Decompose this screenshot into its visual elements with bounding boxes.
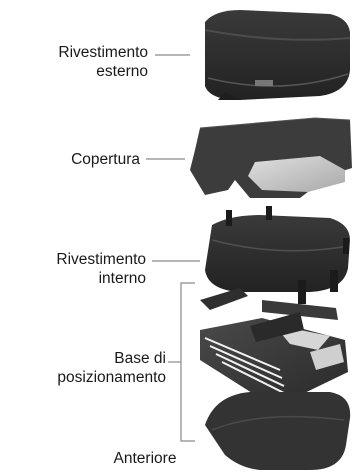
label-positioning-base-line2: posizionamento: [57, 369, 166, 386]
leader-lines: [146, 54, 200, 442]
bracket-positioning-base: [180, 282, 195, 442]
inner-cover-cushion: [205, 206, 350, 304]
label-outer-cover-line1: Rivestimento: [58, 44, 148, 61]
label-inner-cover-line2: interno: [98, 270, 146, 287]
label-outer-cover: Rivestimento esterno: [18, 43, 148, 81]
label-inner-cover: Rivestimento interno: [18, 250, 146, 288]
label-inner-cover-line1: Rivestimento: [56, 251, 146, 268]
cover-sheet: [190, 117, 352, 198]
label-positioning-base: Base di posizionamento: [2, 349, 166, 387]
base-striped-tray: [200, 312, 348, 400]
label-cover-text: Copertura: [71, 151, 140, 168]
label-front-text: Anteriore: [113, 450, 177, 467]
label-cover: Copertura: [18, 150, 140, 169]
label-outer-cover-line2: esterno: [96, 63, 148, 80]
base-bottom-board: [205, 392, 351, 470]
outer-cover-cushion: [204, 10, 351, 100]
base-side-pad: [200, 288, 338, 320]
label-positioning-base-line1: Base di: [114, 350, 166, 367]
label-front: Anteriore: [100, 449, 190, 468]
